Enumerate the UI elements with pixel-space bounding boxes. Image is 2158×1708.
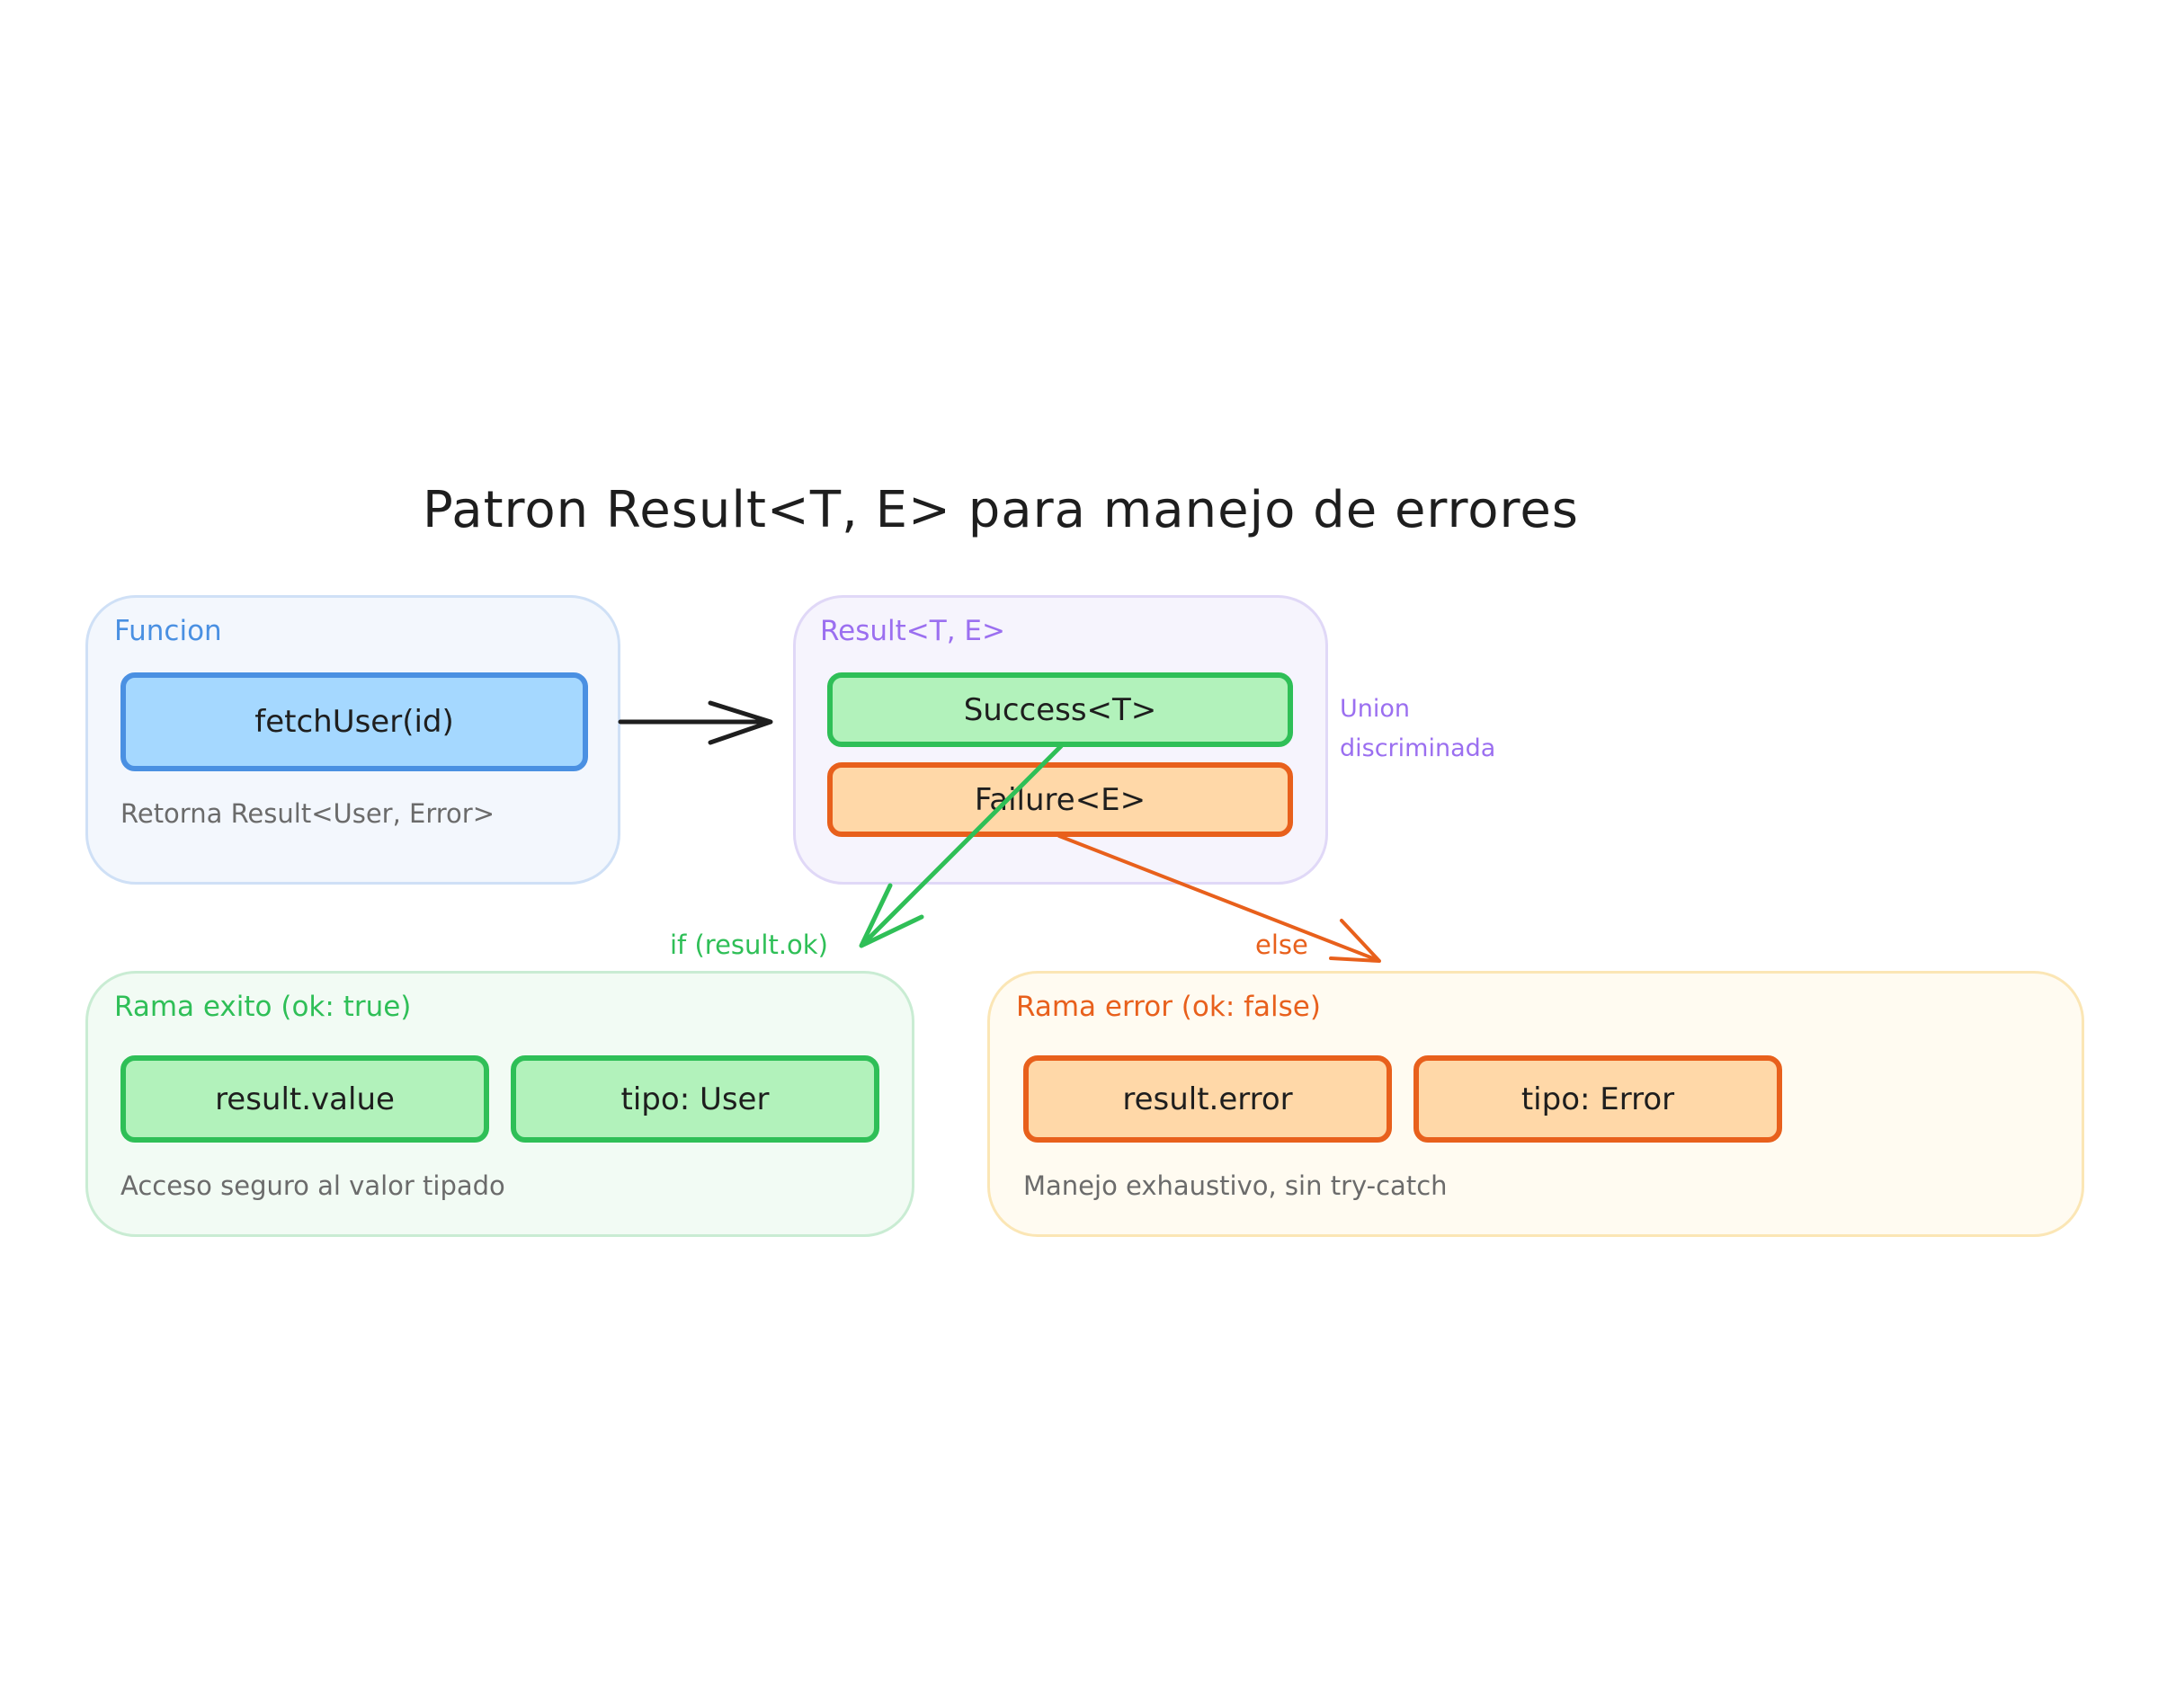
- exito-note: Acceso seguro al valor tipado: [120, 1170, 505, 1201]
- result-error-box: result.error: [1023, 1055, 1392, 1143]
- exito-group-label: Rama exito (ok: true): [114, 991, 412, 1023]
- error-group-label: Rama error (ok: false): [1016, 991, 1321, 1023]
- diagram-title: Patron Result<T, E> para manejo de error…: [423, 481, 1579, 539]
- else-label: else: [1255, 930, 1308, 960]
- tipo-user-box: tipo: User: [511, 1055, 879, 1143]
- funcion-note: Retorna Result<User, Error>: [120, 798, 495, 829]
- error-note: Manejo exhaustivo, sin try-catch: [1023, 1170, 1448, 1201]
- union-discriminada-note: Union discriminada: [1340, 689, 1495, 769]
- funcion-group-label: Funcion: [114, 615, 222, 647]
- success-box: Success<T>: [827, 672, 1293, 747]
- union-note-line1: Union: [1340, 695, 1411, 723]
- result-value-box: result.value: [120, 1055, 489, 1143]
- failure-to-error-arrow: [1057, 834, 1381, 963]
- funcion-to-result-arrow: [618, 700, 773, 745]
- failure-box: Failure<E>: [827, 762, 1293, 837]
- fetchuser-box: fetchUser(id): [120, 672, 588, 771]
- tipo-error-box: tipo: Error: [1413, 1055, 1782, 1143]
- result-group-label: Result<T, E>: [820, 615, 1005, 647]
- if-result-ok-label: if (result.ok): [670, 930, 828, 960]
- success-to-exito-arrow: [859, 743, 1064, 948]
- union-note-line2: discriminada: [1340, 734, 1496, 762]
